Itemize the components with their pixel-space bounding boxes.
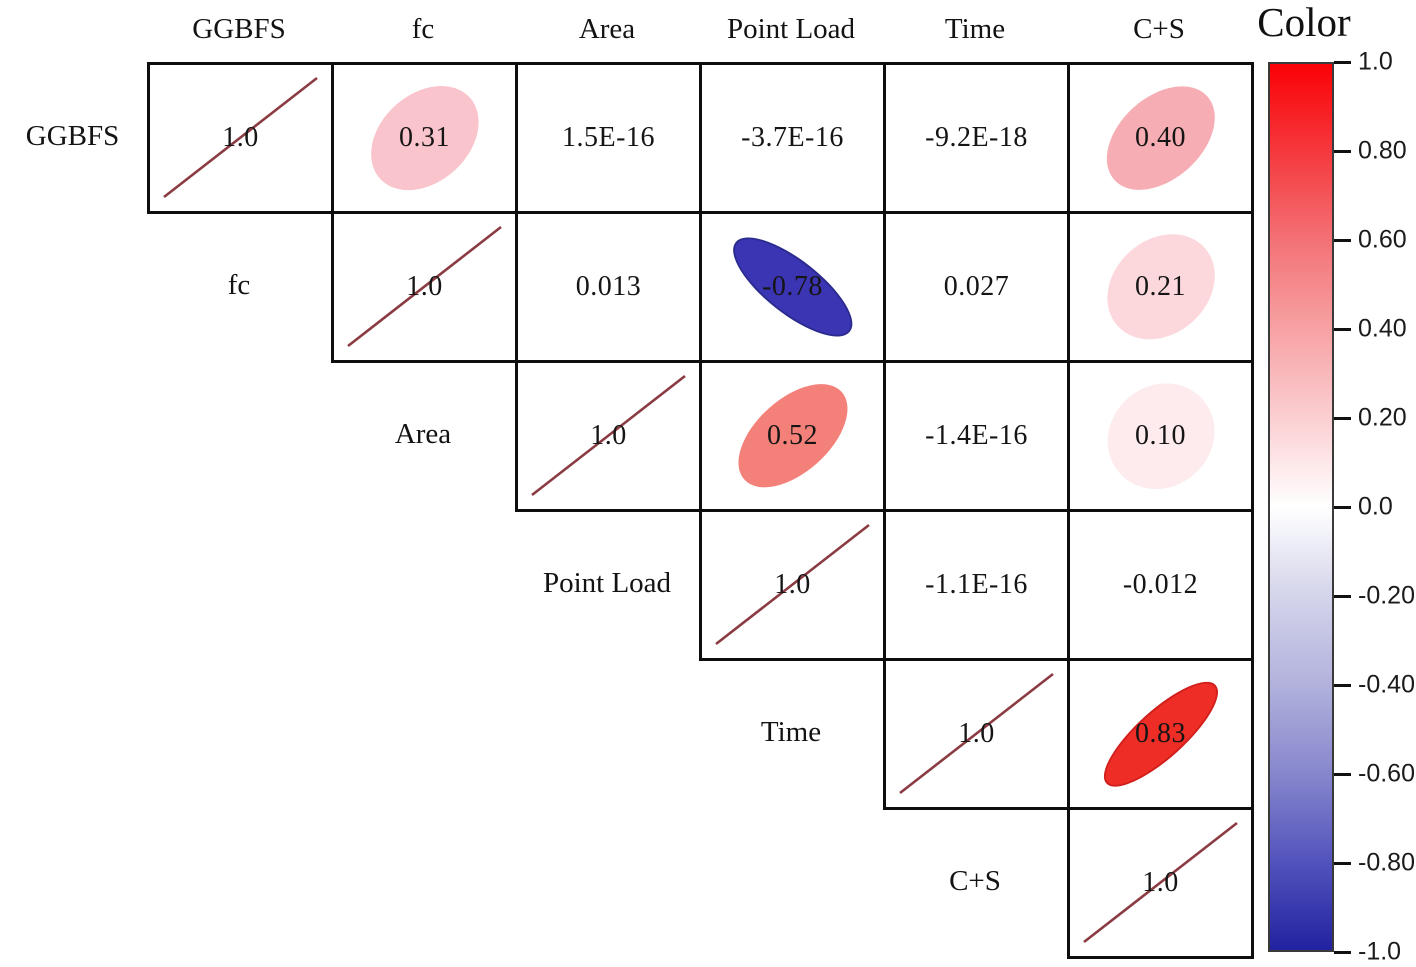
colorbar-tick [1334, 149, 1351, 153]
colorbar-tick [1334, 772, 1351, 776]
colorbar-tick [1334, 505, 1351, 509]
row-label-area: Area [394, 418, 452, 450]
cell-ggbfs-c-s: 0.40 [1067, 62, 1254, 214]
colorbar-tick [1334, 683, 1351, 687]
diagonal-line [531, 374, 686, 497]
cell-value: -1.1E-16 [925, 569, 1028, 600]
cell-value: -1.4E-16 [925, 420, 1028, 451]
cell-value: -9.2E-18 [925, 122, 1028, 153]
row-label-time: Time [760, 716, 822, 748]
colorbar-tick-label: 0.0 [1358, 492, 1393, 521]
cell-value: 1.0 [1142, 867, 1179, 898]
col-header-ggbfs: GGBFS [192, 12, 286, 45]
col-header-area: Area [578, 12, 636, 45]
colorbar-tick-label: -0.80 [1358, 848, 1415, 877]
cell-ggbfs-area: 1.5E-16 [515, 62, 702, 214]
row-label-ggbfs: GGBFS [25, 120, 120, 152]
cell-value: 1.0 [222, 122, 259, 153]
colorbar-tick [1334, 238, 1351, 242]
cell-value: 0.52 [767, 420, 818, 451]
row-label-point-load: Point Load [542, 567, 672, 599]
col-header-time: Time [944, 12, 1006, 45]
cell-value: -0.012 [1122, 569, 1199, 600]
cell-value: 0.027 [943, 271, 1010, 302]
colorbar-title: Color [1257, 0, 1351, 45]
cell-area-time: -1.4E-16 [883, 360, 1070, 512]
cell-area-c-s: 0.10 [1067, 360, 1254, 512]
cell-fc-point-load: -0.78 [699, 211, 886, 363]
colorbar-tick-label: -0.60 [1358, 759, 1415, 788]
colorbar-tick-label: 0.60 [1358, 225, 1407, 254]
colorbar-tick-label: -0.40 [1358, 670, 1415, 699]
cell-point-load-time: -1.1E-16 [883, 509, 1070, 661]
cell-ggbfs-time: -9.2E-18 [883, 62, 1070, 214]
cell-ggbfs-point-load: -3.7E-16 [699, 62, 886, 214]
cell-value: 1.0 [774, 569, 811, 600]
cell-value: 0.40 [1135, 122, 1186, 153]
cell-value: 0.21 [1135, 271, 1186, 302]
colorbar-gradient [1268, 62, 1334, 952]
colorbar-tick [1334, 861, 1351, 865]
cell-time-c-s: 0.83 [1067, 658, 1254, 810]
cell-fc-time: 0.027 [883, 211, 1070, 363]
cell-value: 0.013 [575, 271, 642, 302]
cell-time-time: 1.0 [883, 658, 1070, 810]
cell-value: 1.0 [958, 718, 995, 749]
cell-value: 1.5E-16 [562, 122, 655, 153]
colorbar-tick-label: 0.80 [1358, 136, 1407, 165]
diagonal-line [715, 523, 870, 646]
diagonal-line [899, 672, 1054, 795]
colorbar-tick-label: 1.0 [1358, 47, 1393, 76]
cell-value: -0.78 [762, 271, 823, 302]
colorbar-tick [1334, 327, 1351, 331]
cell-ggbfs-ggbfs: 1.0 [147, 62, 334, 214]
cell-area-area: 1.0 [515, 360, 702, 512]
cell-value: 1.0 [590, 420, 627, 451]
colorbar-tick-label: 0.20 [1358, 403, 1407, 432]
colorbar-tick-label: -0.20 [1358, 581, 1415, 610]
col-header-c-s: C+S [1133, 12, 1185, 45]
cell-c-s-c-s: 1.0 [1067, 807, 1254, 959]
cell-value: 1.0 [406, 271, 443, 302]
diagonal-line [1083, 821, 1238, 944]
col-header-point-load: Point Load [726, 12, 856, 45]
cell-area-point-load: 0.52 [699, 360, 886, 512]
row-label-fc: fc [227, 269, 251, 301]
cell-ggbfs-fc: 0.31 [331, 62, 518, 214]
cell-point-load-point-load: 1.0 [699, 509, 886, 661]
cell-point-load-c-s: -0.012 [1067, 509, 1254, 661]
colorbar-tick [1334, 60, 1351, 64]
col-header-fc: fc [411, 12, 435, 45]
cell-value: 0.31 [399, 122, 450, 153]
row-label-c-s: C+S [949, 865, 1001, 897]
diagonal-line [347, 225, 502, 348]
cell-fc-c-s: 0.21 [1067, 211, 1254, 363]
cell-value: 0.83 [1135, 718, 1186, 749]
cell-value: -3.7E-16 [741, 122, 844, 153]
colorbar-tick [1334, 594, 1351, 598]
colorbar-tick-label: -1.0 [1358, 937, 1402, 966]
colorbar-tick-label: 0.40 [1358, 314, 1407, 343]
cell-fc-area: 0.013 [515, 211, 702, 363]
diagonal-line [163, 76, 318, 199]
colorbar-tick [1334, 416, 1351, 420]
colorbar-tick [1334, 950, 1351, 954]
cell-fc-fc: 1.0 [331, 211, 518, 363]
cell-value: 0.10 [1135, 420, 1186, 451]
